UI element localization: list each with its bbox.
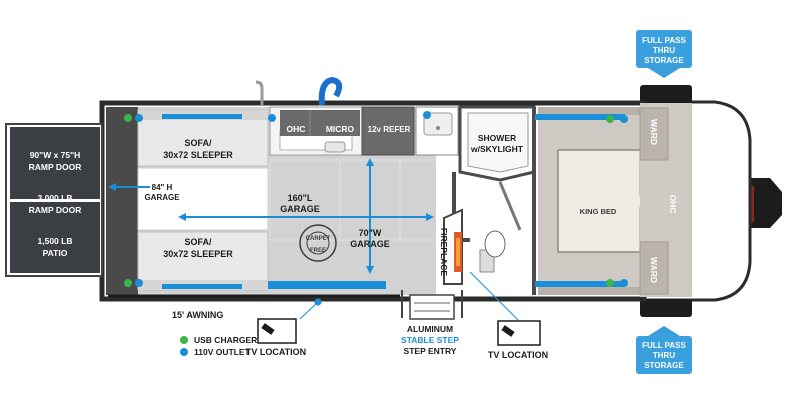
carpet-free-line1: CARPET (306, 236, 331, 242)
bedroom-ohc-label: OHC (668, 195, 678, 214)
usb-legend-label: USB CHARGER (194, 335, 257, 345)
garage-width-line1: 70"W (359, 228, 382, 238)
sofa-rear (137, 231, 269, 291)
rear-rail (106, 107, 138, 295)
sofa-front-line2: 30x72 SLEEPER (163, 150, 233, 160)
ramp-door (5, 123, 103, 277)
tv-location-icon-right (497, 320, 541, 346)
awning (108, 114, 625, 298)
ward-top-label: WARD (649, 119, 659, 145)
patio-line1: 1,500 LB (38, 236, 73, 246)
garage-height-line1: 84" H (152, 183, 173, 192)
entry-line2: STABLE STEP (401, 335, 459, 345)
carpet-free-line2: FREE (310, 248, 326, 254)
galley-ohc-label: OHC (287, 124, 306, 134)
ramp-door-capacity-line1: 3,000 LB (38, 193, 73, 203)
shower-line1: SHOWER (478, 133, 516, 143)
shower-line2: w/SKYLIGHT (470, 144, 524, 154)
outlet-legend-label: 110V OUTLET (194, 347, 251, 357)
fireplace-unit (443, 208, 463, 285)
ward-cabinet-bottom (639, 241, 669, 295)
sewer-hose-icon (318, 76, 343, 106)
refrigerator (361, 106, 415, 156)
ramp-door-size-line2: RAMP DOOR (29, 162, 82, 172)
lav-sink (415, 106, 459, 156)
ramp-door-size-line1: 90"W x 75"H (30, 150, 81, 160)
garage-width-line2: GARAGE (350, 239, 390, 249)
garage-height-line2: GARAGE (144, 193, 180, 202)
usb-legend-dot (180, 336, 188, 344)
storage-badge-bottom (636, 326, 692, 374)
storage-top-line3: STORAGE (644, 56, 684, 65)
storage-badge-top (636, 30, 692, 78)
sofa-front (137, 109, 269, 167)
outlet-legend-dot (180, 348, 188, 356)
tv-location-icon-left (257, 318, 297, 344)
storage-top-line1: FULL PASS (642, 36, 686, 45)
sofa-front-line1: SOFA/ (184, 138, 212, 148)
awning-label: 15' AWNING (172, 310, 223, 320)
storage-top-line2: THRU (653, 46, 675, 55)
garage-length-line2: GARAGE (280, 204, 320, 214)
ward-cabinet-top (639, 107, 669, 161)
shower (458, 105, 536, 182)
patio-line2: PATIO (43, 248, 68, 258)
garage-length-line1: 160"L (288, 193, 313, 203)
micro-label: MICRO (326, 124, 355, 134)
entry-step (401, 290, 463, 320)
plan-dots (124, 111, 628, 306)
tv-location-right-label: TV LOCATION (488, 350, 548, 360)
tv-pointer-right (469, 271, 519, 321)
bed-label: KING BED (580, 207, 617, 216)
tv-location-left-label: TV LOCATION (246, 347, 306, 357)
king-bed (557, 149, 655, 253)
storage-bottom-line1: FULL PASS (642, 341, 686, 350)
fireplace-label: FIREPLACE (439, 228, 449, 277)
bath-door (498, 181, 522, 231)
ramp-door-capacity-line2: RAMP DOOR (29, 205, 82, 215)
carpet-free-badge (299, 224, 337, 262)
sofa-rear-line2: 30x72 SLEEPER (163, 249, 233, 259)
ward-bottom-label: WARD (649, 257, 659, 283)
entry-line1: ALUMINUM (407, 324, 453, 334)
storage-bottom-line2: THRU (653, 351, 675, 360)
sofa-rear-line1: SOFA/ (184, 237, 212, 247)
water-fill-icon (255, 80, 264, 105)
entry-line3: STEP ENTRY (404, 346, 457, 356)
refer-label: 12v REFER (368, 125, 411, 134)
storage-bottom-line3: STORAGE (644, 361, 684, 370)
toilet (479, 230, 506, 273)
dimension-arrows (108, 158, 434, 274)
